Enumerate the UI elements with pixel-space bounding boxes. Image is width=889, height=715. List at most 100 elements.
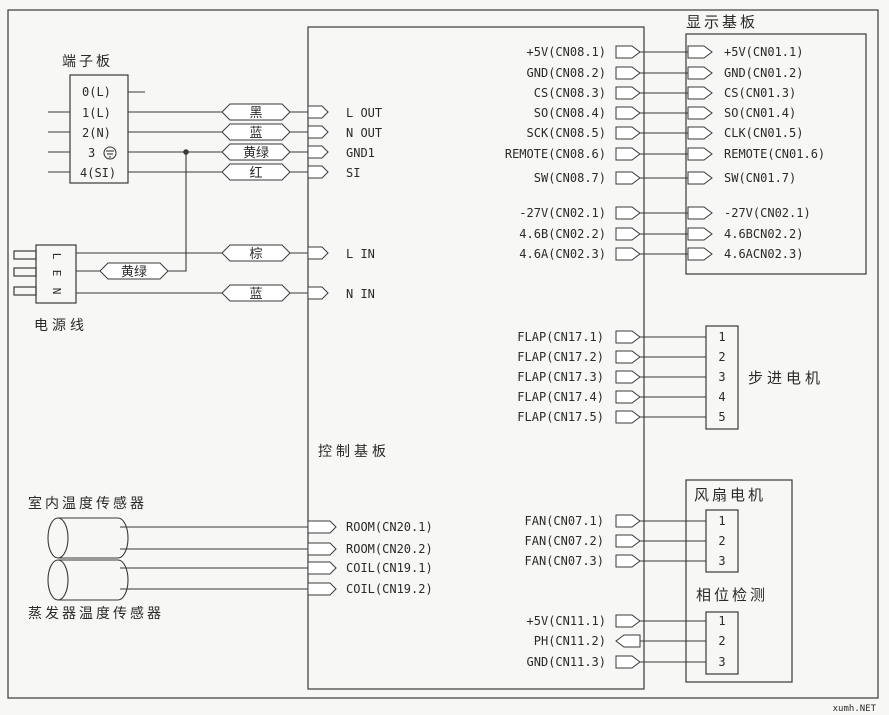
display-board-connector: [687, 247, 713, 261]
flap-pin-label: FLAP(CN17.3): [517, 370, 604, 384]
phase-connector: [615, 655, 641, 669]
phase-detect-numbers: 123: [718, 614, 725, 669]
control-display-pin-label: GND(CN08.2): [527, 66, 606, 80]
phase-pin-label: PH(CN11.2): [534, 634, 606, 648]
control-display-pin-label: -27V(CN02.1): [519, 206, 606, 220]
cord-label-blue: 蓝: [221, 284, 291, 302]
terminal-left-stubs: [48, 91, 145, 173]
indoor-sensor-body: [47, 517, 129, 559]
display-board-connector: [687, 45, 713, 59]
terminal-board-box: [69, 74, 129, 184]
control-display-connector: [615, 106, 641, 120]
svg-text:N: N: [50, 288, 63, 295]
stepper-motor-box: [705, 325, 739, 430]
pin-l-out: L OUT: [346, 106, 382, 120]
flap-pin-label: FLAP(CN17.1): [517, 330, 604, 344]
terminal-pin-0: 0(L): [82, 85, 111, 99]
stepper-number: 5: [718, 410, 725, 424]
svg-text:蓝: 蓝: [249, 126, 262, 141]
svg-text:黄绿: 黄绿: [121, 265, 147, 280]
pin-l-in: L IN: [346, 247, 375, 261]
svg-text:黄绿: 黄绿: [243, 146, 269, 161]
terminal-wires: [128, 111, 308, 173]
control-display-connector: [615, 206, 641, 220]
pin-n-in: N IN: [346, 287, 375, 301]
control-display-connector: [615, 247, 641, 261]
pin-coil-1: COIL(CN19.1): [346, 561, 433, 575]
phase-connector: [615, 614, 641, 628]
display-board-connector: [687, 147, 713, 161]
display-board-connector: [687, 86, 713, 100]
display-board-connector: [687, 227, 713, 241]
control-display-pin-label: SCK(CN08.5): [527, 126, 606, 140]
wire-label-black: 黑: [221, 103, 291, 121]
fan-number: 1: [718, 514, 725, 528]
pin-room-2: ROOM(CN20.2): [346, 542, 433, 556]
fan-motor-numbers: 123: [718, 514, 725, 568]
phase-detect-title: 相位检测: [696, 586, 768, 604]
display-board-box: [685, 33, 867, 275]
control-left-connectors: [307, 105, 329, 300]
display-board-pin-label: SW(CN01.7): [724, 171, 796, 185]
svg-text:E: E: [50, 270, 63, 277]
display-board-title: 显示基板: [686, 13, 758, 31]
flap-connector: [615, 390, 641, 404]
control-display-connector: [615, 147, 641, 161]
control-display-pin-label: +5V(CN08.1): [527, 45, 606, 59]
evap-sensor-title: 蒸发器温度传感器: [28, 605, 164, 622]
control-right-pins: +5V(CN08.1) GND(CN08.2) CS(CN08.3) SO(CN08.…: [505, 45, 706, 669]
terminal-pins: 0(L) 1(L) 2(N) 3 4(SI): [80, 85, 116, 180]
display-board-connector: [687, 126, 713, 140]
sensor-pin-labels: ROOM(CN20.1) ROOM(CN20.2) COIL(CN19.1) C…: [346, 520, 433, 596]
ground-drop-wire: [168, 152, 187, 272]
pin-gnd1: GND1: [346, 146, 375, 160]
flap-pin-label: FLAP(CN17.4): [517, 390, 604, 404]
display-board-pin-label: CLK(CN01.5): [724, 126, 803, 140]
display-board-pin-label: -27V(CN02.1): [724, 206, 811, 220]
fan-pin-label: FAN(CN07.3): [525, 554, 604, 568]
fan-pin-label: FAN(CN07.2): [525, 534, 604, 548]
control-display-connector: [615, 227, 641, 241]
terminal-pin-2: 2(N): [82, 126, 111, 140]
display-board-connector: [687, 171, 713, 185]
control-display-pin-label: SW(CN08.7): [534, 171, 606, 185]
svg-text:黑: 黑: [249, 106, 262, 121]
evap-sensor-body: [47, 559, 129, 601]
sensor-connectors: [307, 520, 337, 596]
flap-connector: [615, 330, 641, 344]
svg-text:L: L: [50, 253, 63, 260]
display-board-connector: [687, 206, 713, 220]
stepper-motor-title: 步进电机: [748, 369, 824, 387]
display-board-connector: [687, 106, 713, 120]
wire-label-blue: 蓝: [221, 123, 291, 141]
flap-connector: [615, 410, 641, 424]
pin-room-1: ROOM(CN20.1): [346, 520, 433, 534]
display-board-pin-label: GND(CN01.2): [724, 66, 803, 80]
power-plug-pins: [13, 250, 37, 296]
control-display-pin-label: SO(CN08.4): [534, 106, 606, 120]
pin-si: SI: [346, 166, 360, 180]
control-display-pin-label: CS(CN08.3): [534, 86, 606, 100]
control-display-connector: [615, 66, 641, 80]
control-display-connector: [615, 126, 641, 140]
fan-motor-box: [705, 509, 739, 573]
svg-text:红: 红: [249, 165, 262, 181]
fan-number: 2: [718, 534, 725, 548]
control-display-connector: [615, 45, 641, 59]
terminal-board-title: 端子板: [62, 54, 113, 70]
svg-text:棕: 棕: [249, 247, 262, 262]
phase-number: 1: [718, 614, 725, 628]
display-board-pin-label: 4.6BCN02.2): [724, 227, 803, 241]
phase-pin-label: GND(CN11.3): [527, 655, 606, 669]
wire-label-yellow-green: 黄绿: [221, 143, 291, 161]
display-board-pin-label: +5V(CN01.1): [724, 45, 803, 59]
display-board-pin-label: SO(CN01.4): [724, 106, 796, 120]
control-display-connector: [615, 86, 641, 100]
phase-number: 2: [718, 634, 725, 648]
fan-phase-box: [685, 479, 793, 683]
phase-detect-box: [705, 611, 739, 675]
phase-pin-label: +5V(CN11.1): [527, 614, 606, 628]
control-display-connector: [615, 171, 641, 185]
pin-coil-2: COIL(CN19.2): [346, 582, 433, 596]
